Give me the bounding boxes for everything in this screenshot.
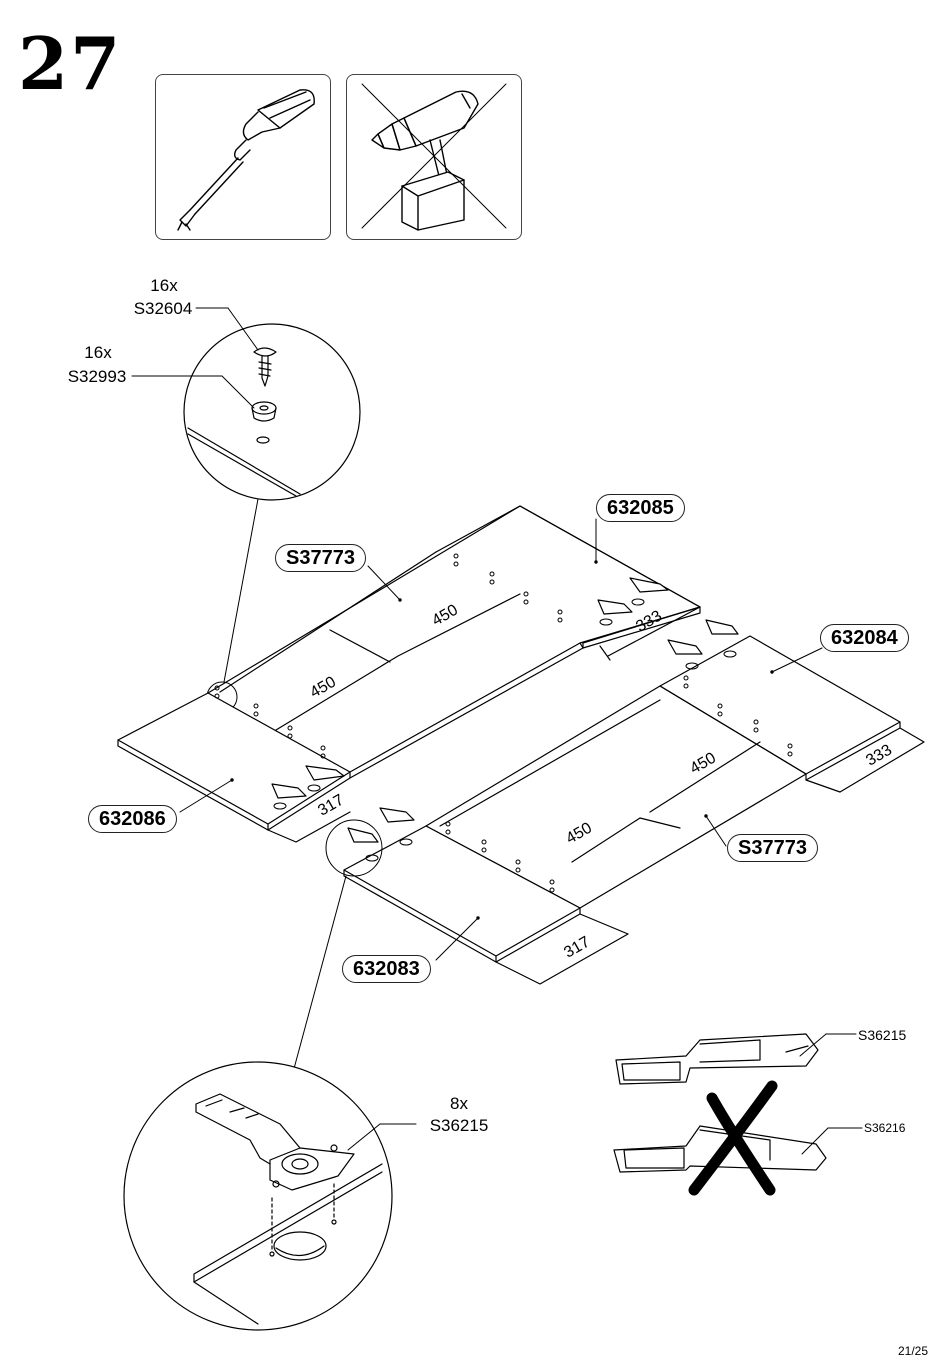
part-label-632086: 632086 — [88, 805, 177, 833]
part-label-s37773-upper: S37773 — [275, 544, 366, 572]
hinge-qty-label: 8x — [450, 1094, 468, 1113]
cap-code-label: S32993 — [67, 367, 127, 386]
screwdriver-icon — [177, 89, 315, 231]
cap-qty-label: 16x — [84, 343, 112, 362]
page-number: 21/25 — [897, 1344, 928, 1358]
screw-code-label: S32604 — [133, 299, 193, 318]
part-label-632083: 632083 — [342, 955, 431, 983]
screw-detail-circle — [183, 323, 361, 501]
part-label-s37773-lower: S37773 — [727, 834, 818, 862]
hinge-detail-circle — [123, 1061, 393, 1331]
screw-qty-label: 16x — [150, 276, 178, 295]
hinge-wrong-code: S36216 — [864, 1121, 906, 1135]
part-label-632084: 632084 — [820, 624, 909, 652]
step-number: 27 — [18, 21, 123, 106]
hinge-icon — [271, 577, 739, 843]
lower-assembly — [343, 635, 925, 985]
hinge-code-label: S36215 — [429, 1116, 489, 1135]
upper-assembly — [117, 505, 701, 843]
wrong-cross-icon — [688, 1080, 778, 1196]
cordless-drill-icon — [361, 83, 507, 231]
hinge-correct-code: S36215 — [858, 1027, 907, 1043]
part-label-632085: 632085 — [596, 494, 685, 522]
